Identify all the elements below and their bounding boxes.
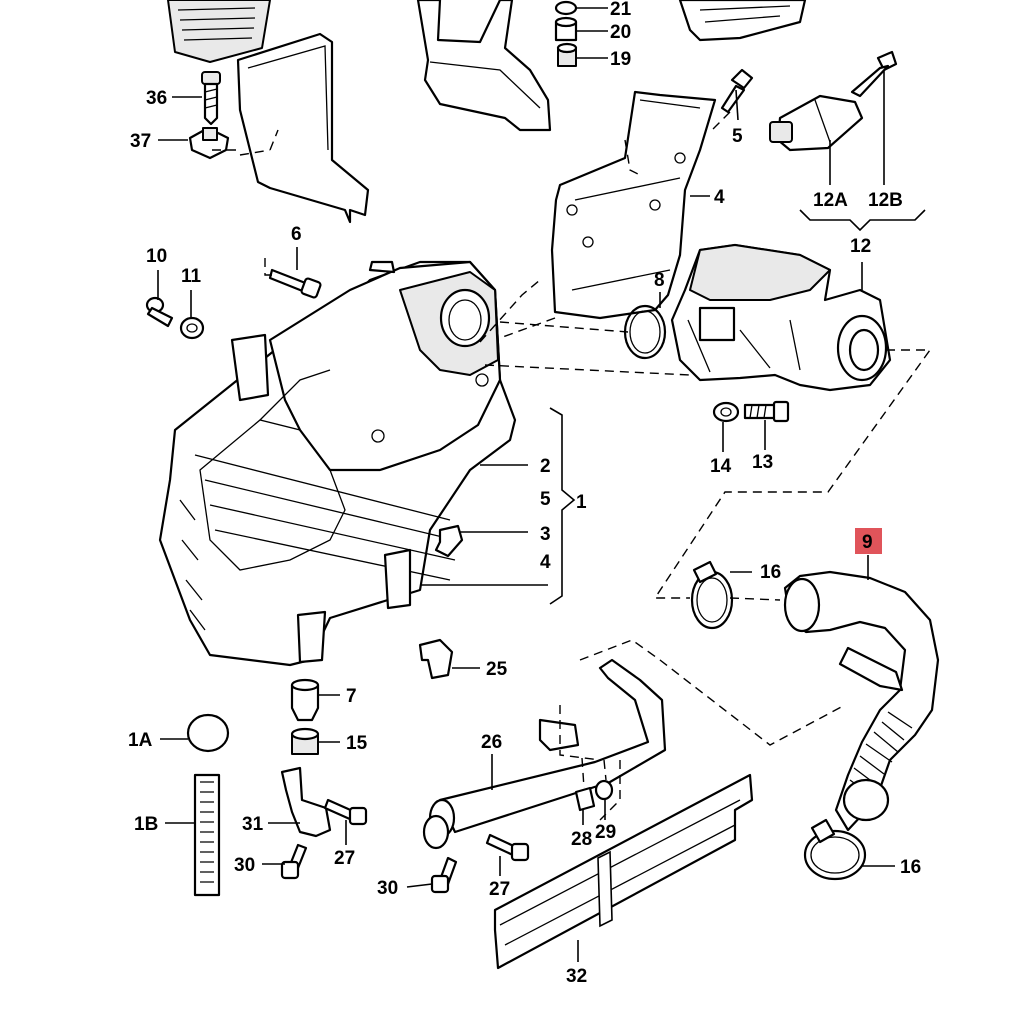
bolt-12B bbox=[850, 50, 898, 98]
callout-10: 10 bbox=[146, 246, 167, 267]
callout-9: 9 bbox=[862, 532, 873, 553]
callout-15: 15 bbox=[346, 733, 368, 754]
callout-12: 12 bbox=[850, 236, 871, 257]
bushing-19 bbox=[556, 42, 578, 67]
callout-30-left: 30 bbox=[234, 855, 255, 876]
bolt-27-left bbox=[323, 798, 368, 826]
bolt-6 bbox=[268, 268, 322, 299]
callout-36: 36 bbox=[146, 88, 167, 109]
callout-19: 19 bbox=[610, 49, 631, 70]
clamp-16-top bbox=[690, 560, 734, 630]
bolt-5-top bbox=[720, 68, 754, 114]
washer-21 bbox=[554, 0, 578, 16]
callout-28: 28 bbox=[571, 829, 592, 850]
callout-26: 26 bbox=[481, 732, 502, 753]
callout-29: 29 bbox=[595, 822, 616, 843]
filter-strip-1B bbox=[193, 773, 221, 897]
callout-3: 3 bbox=[540, 524, 551, 545]
callout-2: 2 bbox=[540, 456, 551, 477]
callout-16-bottom: 16 bbox=[900, 857, 921, 878]
callout-12B: 12B bbox=[868, 190, 903, 211]
callout-14: 14 bbox=[710, 456, 732, 477]
reference-dashes bbox=[212, 111, 932, 821]
bolt-27-right bbox=[485, 833, 530, 862]
callout-30-right: 30 bbox=[377, 878, 398, 899]
top-center-bracket bbox=[416, 0, 552, 132]
callout-11: 11 bbox=[181, 266, 202, 287]
callout-labels: 21 20 19 36 37 5 4 12A 12B 12 6 10 11 8 … bbox=[128, 0, 921, 987]
callout-6: 6 bbox=[291, 224, 302, 245]
callout-31: 31 bbox=[242, 814, 264, 835]
cap-1A bbox=[186, 713, 230, 753]
callout-5-top: 5 bbox=[732, 126, 743, 147]
callout-20: 20 bbox=[610, 22, 631, 43]
callout-12A: 12A bbox=[813, 190, 848, 211]
callout-1A: 1A bbox=[128, 730, 153, 751]
clip-3 bbox=[434, 524, 464, 558]
rivet-10 bbox=[145, 296, 174, 328]
highlight-box-9 bbox=[855, 528, 882, 554]
callout-8: 8 bbox=[654, 270, 665, 291]
top-left-duct-part bbox=[167, 0, 370, 224]
callout-7: 7 bbox=[346, 686, 357, 707]
seal-ring-8 bbox=[623, 304, 667, 360]
pipe-26 bbox=[422, 658, 667, 850]
callout-4-shield: 4 bbox=[714, 187, 725, 208]
maf-sensor-12A bbox=[769, 94, 864, 152]
clamp-16-bottom bbox=[803, 818, 867, 881]
callout-4-group: 4 bbox=[540, 552, 551, 573]
callout-16-top: 16 bbox=[760, 562, 781, 583]
grommet-20 bbox=[554, 16, 578, 42]
callout-25: 25 bbox=[486, 659, 508, 680]
callout-1: 1 bbox=[576, 492, 587, 513]
leader-lines bbox=[157, 7, 895, 962]
clip-25 bbox=[418, 638, 454, 680]
washer-29 bbox=[594, 779, 614, 801]
callout-21: 21 bbox=[610, 0, 632, 20]
callout-32: 32 bbox=[566, 966, 587, 987]
group-brackets bbox=[549, 209, 926, 605]
top-right-cover-part bbox=[678, 0, 807, 42]
grommet-15 bbox=[290, 727, 320, 755]
mount-7 bbox=[290, 678, 320, 722]
bolt-13 bbox=[743, 400, 790, 423]
bolt-36 bbox=[201, 71, 221, 126]
callout-5-group: 5 bbox=[540, 489, 551, 510]
callout-27-left: 27 bbox=[334, 848, 355, 869]
callout-37: 37 bbox=[130, 131, 151, 152]
bolt-30-right bbox=[430, 856, 458, 894]
hose-9 bbox=[783, 570, 940, 832]
air-filter-housing-1 bbox=[158, 260, 517, 667]
callout-27-right: 27 bbox=[489, 879, 510, 900]
air-flow-meter-12 bbox=[670, 243, 892, 392]
bolt-30-left bbox=[280, 843, 308, 880]
bracket-31 bbox=[280, 766, 332, 838]
grommet-11 bbox=[179, 316, 205, 340]
housing-feet bbox=[296, 548, 412, 664]
clip-nut-37 bbox=[188, 126, 230, 160]
nut-28 bbox=[574, 786, 596, 812]
panel-32 bbox=[493, 773, 754, 970]
callout-1B: 1B bbox=[134, 814, 158, 835]
grommet-14 bbox=[712, 401, 740, 423]
callout-13: 13 bbox=[752, 452, 773, 473]
